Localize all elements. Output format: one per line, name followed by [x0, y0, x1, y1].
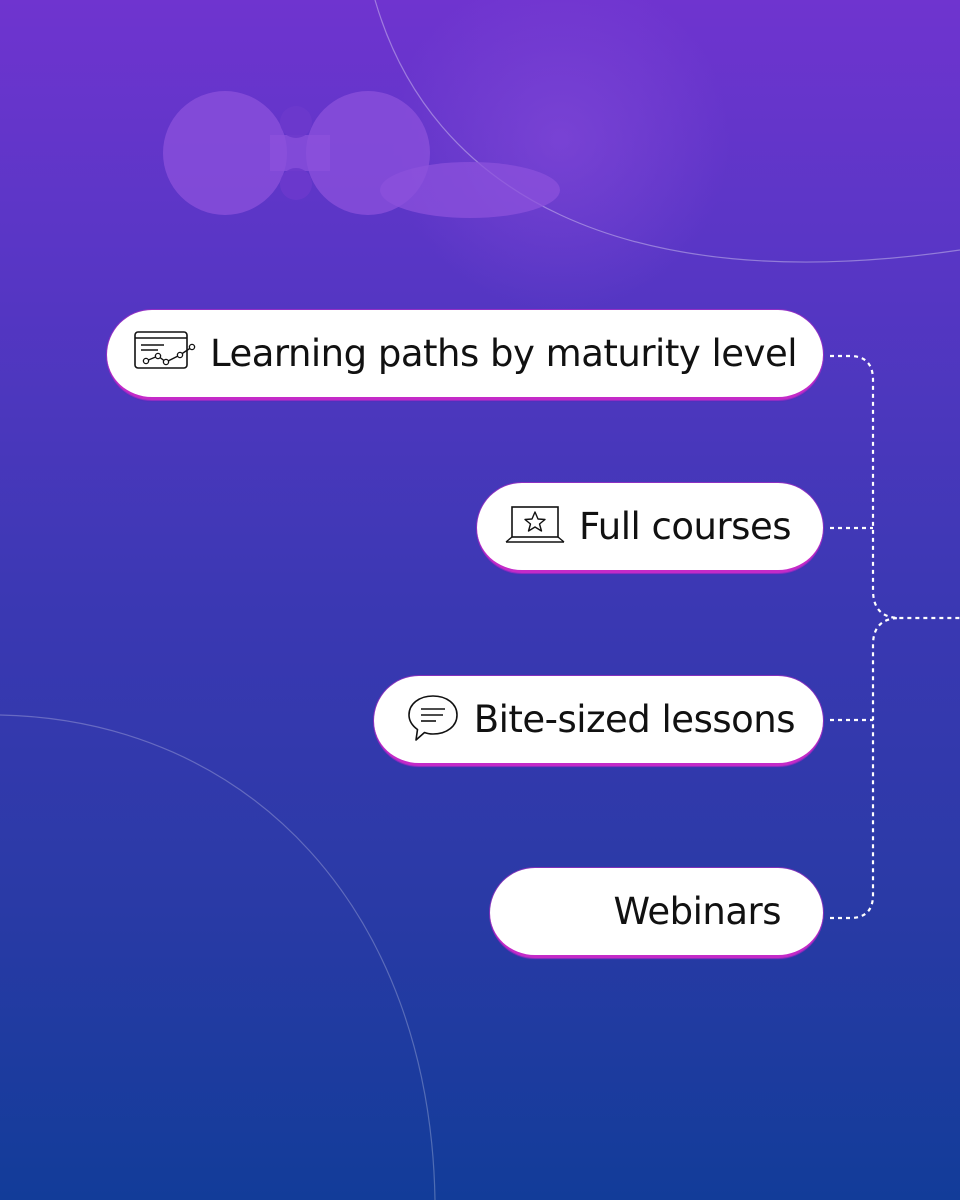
blob-logo-shape [163, 91, 560, 218]
pill-label: Webinars [613, 890, 781, 933]
bottom-arc [0, 714, 436, 1200]
pill-learning-paths: Learning paths by maturity level [107, 310, 823, 400]
blob-notch [280, 106, 312, 200]
pill-label: Bite-sized lessons [473, 698, 796, 741]
laptop-star-icon [505, 505, 565, 549]
top-arc [374, 0, 960, 263]
pill-webinars: Webinars [490, 868, 823, 958]
connector-1 [830, 354, 960, 620]
pill-label: Learning paths by maturity level [209, 332, 798, 375]
pill-full-courses: Full courses [477, 483, 823, 573]
connector-lines [830, 354, 960, 920]
glow-blob [390, 0, 730, 310]
chat-bubble-icon [406, 693, 460, 747]
connector-4 [830, 616, 901, 920]
pill-bite-sized-lessons: Bite-sized lessons [374, 676, 823, 766]
chart-icon [134, 330, 196, 377]
pill-label: Full courses [579, 505, 792, 548]
